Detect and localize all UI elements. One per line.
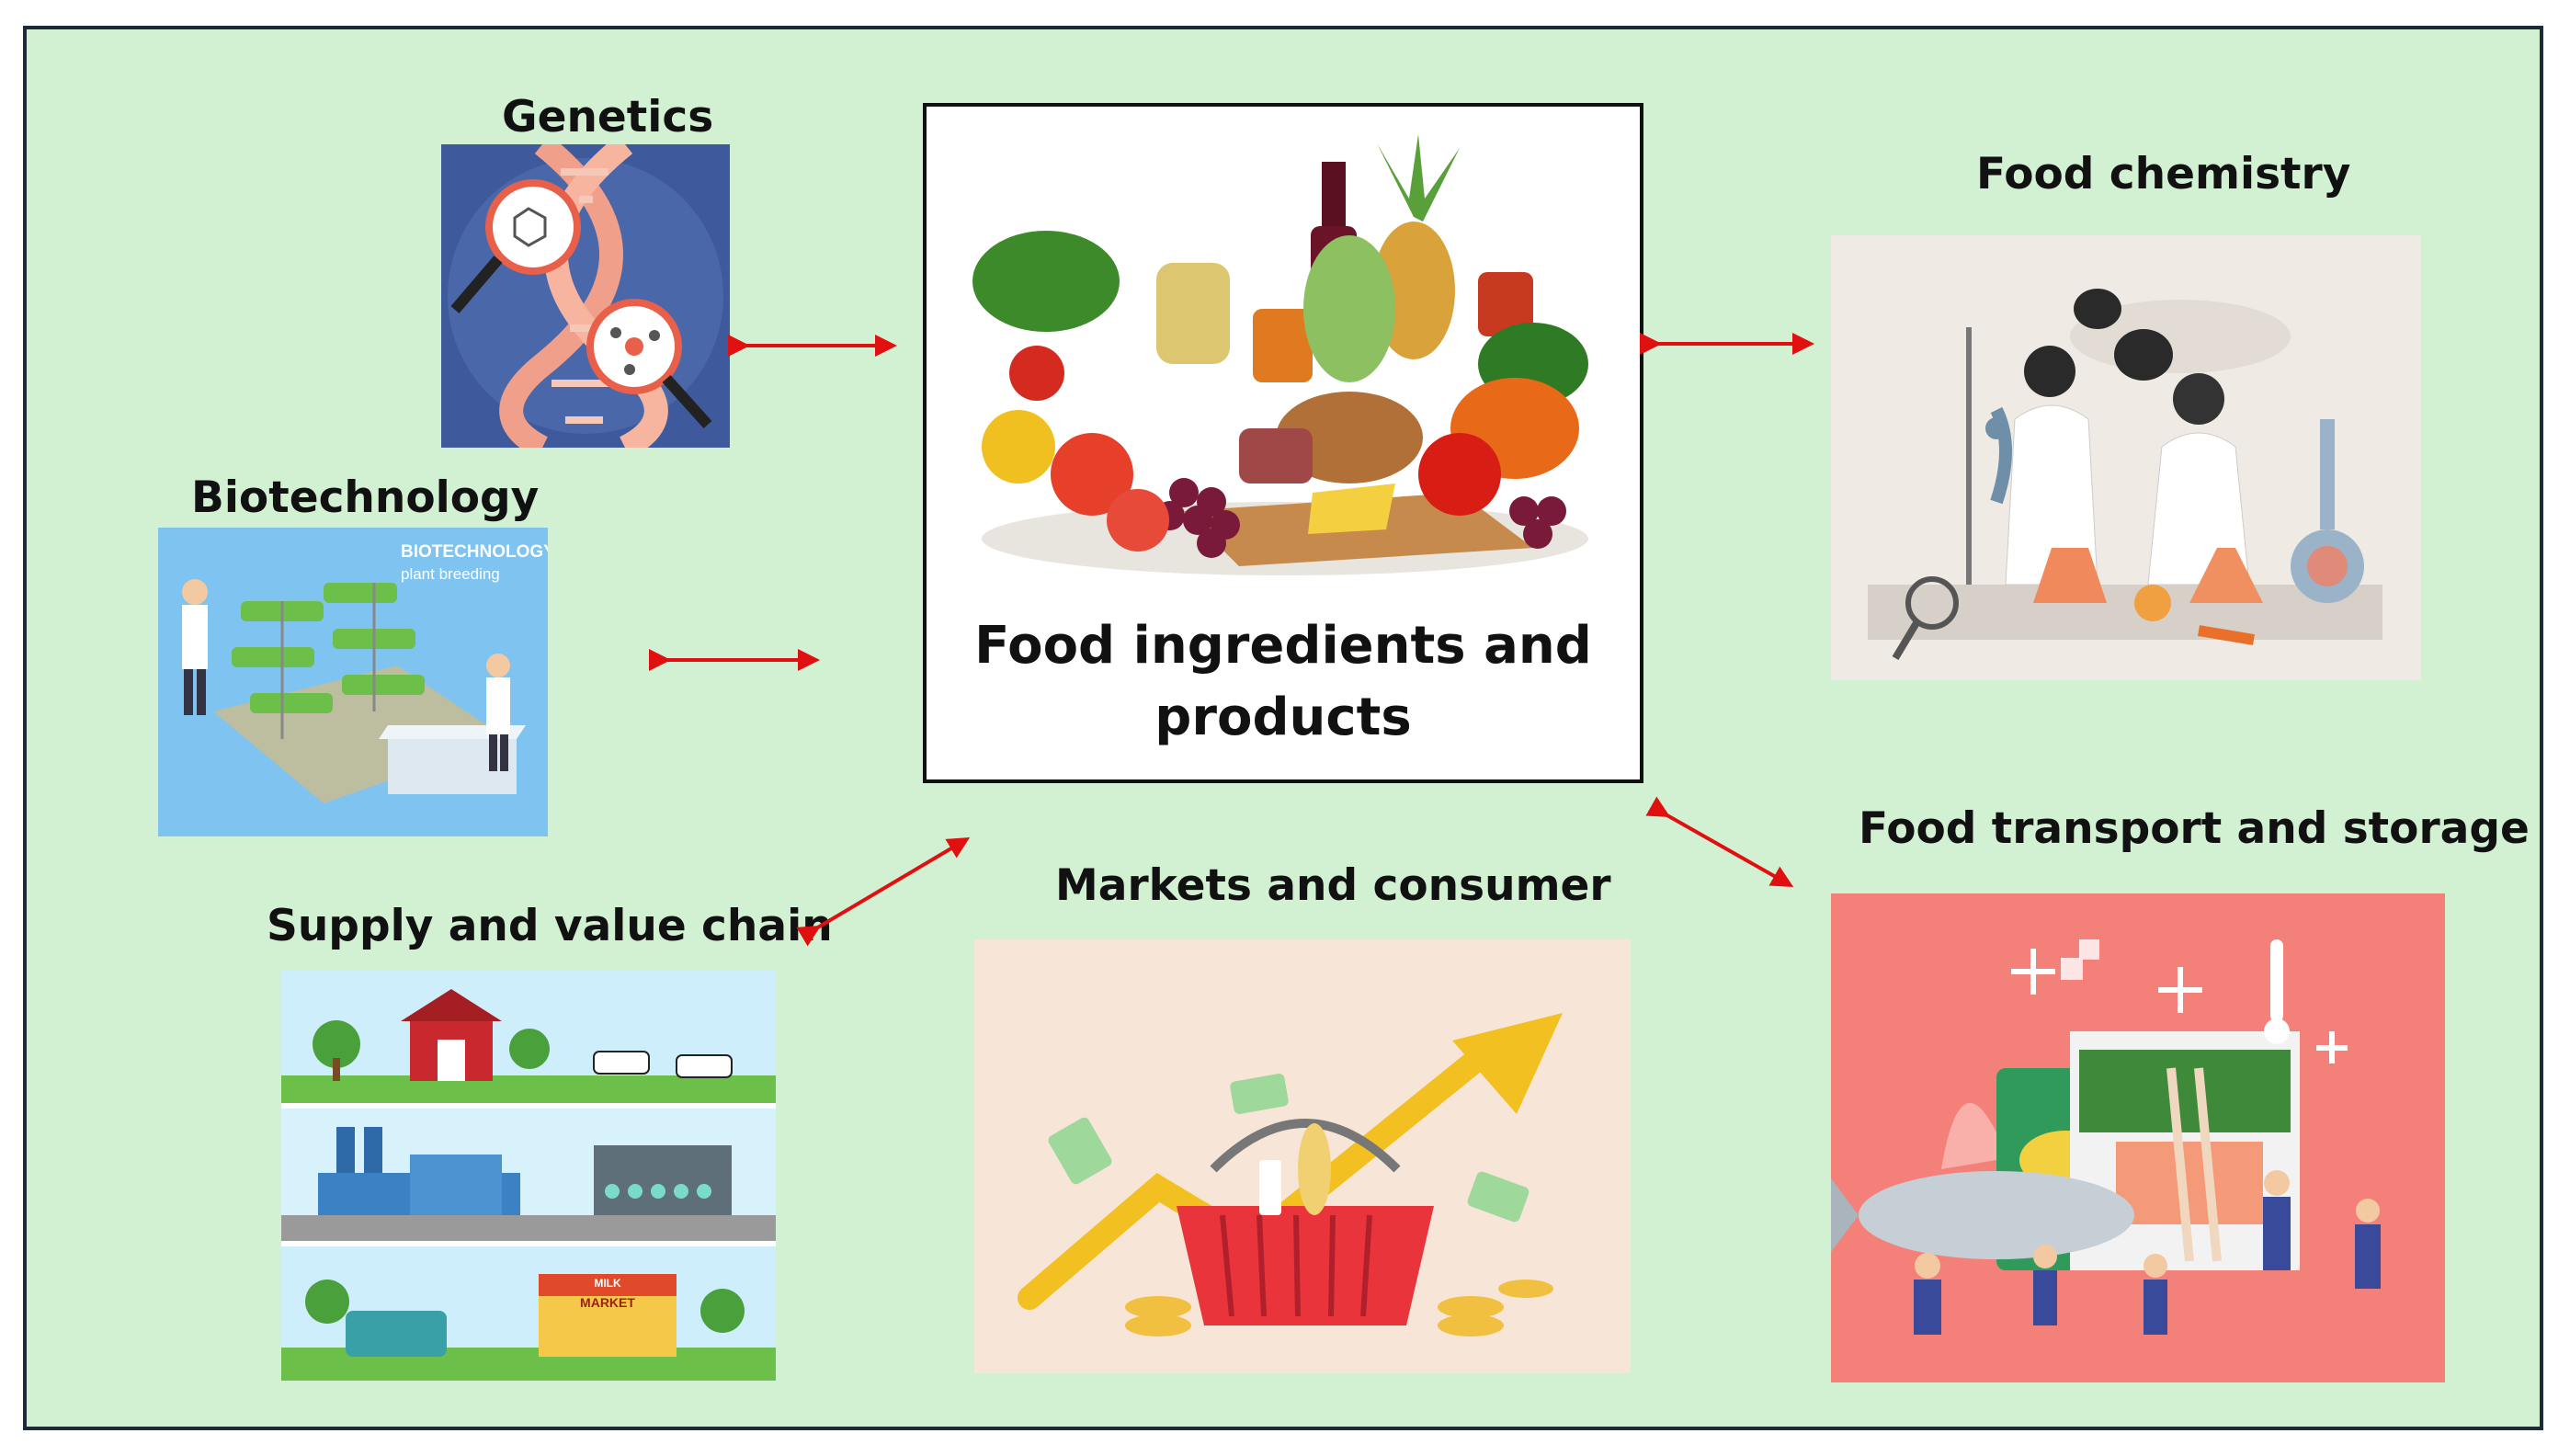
- markets-panel: [974, 939, 1631, 1373]
- thermometer-icon: [2264, 939, 2290, 1044]
- biotech-panel-text-2: plant breeding: [401, 565, 500, 583]
- supply-chain-illustration: MILK MARKET: [281, 971, 776, 1381]
- factory-icon: [318, 1127, 520, 1215]
- milk-market-sign-1: MILK: [594, 1277, 621, 1290]
- delivery-truck-icon: [346, 1311, 447, 1357]
- food-chemistry-label: Food chemistry: [1976, 149, 2351, 199]
- center-title: Food ingredients and products: [927, 610, 1640, 754]
- magnifier-icon: [450, 179, 581, 313]
- biotech-lab-icon: BIOTECHNOLOGY plant breeding: [158, 528, 548, 836]
- center-box: Food ingredients and products: [923, 103, 1643, 783]
- center-title-line-2: products: [1154, 688, 1412, 747]
- fish-icon: [1831, 1171, 2134, 1259]
- transport-label: Food transport and storage: [1859, 803, 2530, 854]
- scientist-icon: [182, 579, 208, 715]
- vegetables-icon: [972, 134, 1588, 575]
- farm-icon: [401, 989, 502, 1081]
- genetics-panel: [441, 144, 730, 448]
- dna-icon: [441, 144, 730, 448]
- supply-chain-panel: MILK MARKET: [281, 971, 776, 1381]
- market-icon: MILK MARKET: [539, 1274, 677, 1357]
- supply-chain-label: Supply and value chain: [267, 901, 833, 951]
- snowflake-icon: [2011, 949, 2348, 1064]
- genetics-label: Genetics: [502, 92, 714, 142]
- lab-scientist-icon: [1831, 235, 2421, 680]
- biotechnology-label: Biotechnology: [191, 472, 540, 523]
- transport-panel: [1831, 893, 2445, 1382]
- center-title-line-1: Food ingredients and: [974, 616, 1592, 676]
- food-chemistry-panel: [1831, 235, 2421, 680]
- biotech-panel-text-1: BIOTECHNOLOGY: [401, 542, 548, 562]
- milk-market-sign-2: MARKET: [580, 1295, 635, 1310]
- markets-label: Markets and consumer: [1055, 860, 1611, 911]
- basket-icon: [1177, 1119, 1434, 1325]
- biotechnology-panel: BIOTECHNOLOGY plant breeding: [158, 528, 548, 836]
